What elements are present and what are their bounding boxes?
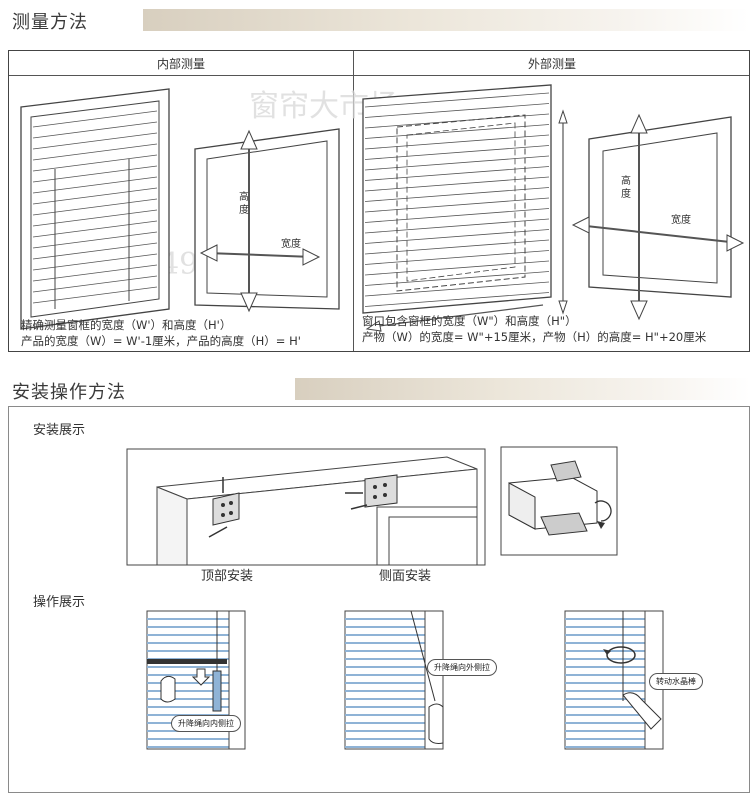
side-mount-caption: 侧面安装	[379, 569, 432, 584]
callout-rotate-wand: 转动水晶棒	[649, 673, 703, 690]
blind-slat	[364, 92, 550, 108]
install-panel: 安装展示 顶部安装 侧面安装 操作展示	[8, 406, 750, 793]
blind-slat	[364, 239, 550, 255]
blind-slat	[32, 121, 158, 139]
outside-note-line-1: 窗口包含窗框的宽度（W"）和高度（H"）	[362, 314, 577, 328]
column-divider	[353, 51, 354, 351]
outside-note-line-2: 产物（W）的宽度= W"+15厘米，产物（H）的高度= H"+20厘米	[362, 330, 707, 344]
outside-frame-illustration	[571, 113, 745, 321]
callout-pull-inside: 升降绳向内侧拉	[171, 715, 241, 732]
mount-illustration	[126, 448, 486, 566]
blind-slat	[32, 187, 158, 205]
inside-note-line-2: 产品的宽度（W）= W'-1厘米，产品的高度（H）= H'	[21, 334, 301, 348]
inside-measure-header: 内部测量	[156, 57, 205, 71]
blind-slat	[364, 208, 550, 223]
blind-slat	[364, 292, 550, 307]
blind-slat	[364, 166, 550, 181]
blind-slat	[364, 271, 550, 286]
inside-height-label: 高度	[239, 192, 249, 216]
blind-slat	[32, 275, 158, 293]
blind-slat	[32, 110, 158, 128]
blind-slat	[364, 155, 550, 171]
blind-slat	[32, 132, 158, 150]
install-title-bar	[295, 378, 750, 400]
blind-slat	[32, 154, 158, 172]
outside-blind-illustration	[362, 84, 568, 332]
blind-slat	[364, 187, 550, 202]
blind-slat	[32, 143, 158, 161]
blind-slat	[364, 145, 550, 160]
blind-slat	[32, 165, 158, 183]
blind-slat	[364, 250, 550, 265]
blind-slat	[364, 281, 550, 297]
install-display-label: 安装展示	[33, 423, 86, 438]
blind-slat	[32, 253, 158, 271]
outside-width-label: 宽度	[671, 215, 691, 226]
blind-slat	[32, 220, 158, 238]
top-mount-caption: 顶部安装	[201, 569, 254, 584]
blind-slat	[364, 113, 550, 129]
outside-height-label: 高度	[621, 176, 631, 200]
blind-slat	[32, 198, 158, 216]
blind-slat	[32, 264, 158, 282]
blind-slat	[364, 260, 550, 276]
blind-slat	[364, 176, 550, 192]
measure-title-bar	[143, 9, 750, 31]
blind-slat	[32, 286, 158, 304]
inside-frame-illustration	[194, 128, 340, 313]
blind-slat	[364, 124, 550, 139]
blind-slat	[32, 209, 158, 227]
blind-slat	[364, 197, 550, 213]
blind-slat	[364, 134, 550, 150]
blind-slat	[32, 176, 158, 194]
blind-slat	[32, 231, 158, 249]
inside-width-label: 宽度	[281, 239, 301, 250]
header-divider	[9, 75, 749, 76]
install-section-title: 安装操作方法	[12, 382, 126, 403]
measure-panel: 内部测量 外部测量 窗帘大市场 靓 shop3491 co 高度 宽度	[8, 50, 750, 352]
blind-slat	[364, 103, 550, 118]
operate-display-label: 操作展示	[33, 595, 86, 610]
operate-step-2-illustration	[344, 610, 444, 750]
blind-slat	[364, 218, 550, 234]
outside-measure-header: 外部测量	[527, 57, 576, 71]
blind-slat	[364, 229, 550, 244]
measure-section-title: 测量方法	[12, 12, 88, 33]
callout-pull-outside: 升降绳向外侧拉	[427, 659, 497, 676]
inside-note-line-1: 精确测量窗框的宽度（W'）和高度（H'）	[21, 318, 232, 332]
blind-slat	[32, 242, 158, 260]
bracket-detail-illustration	[500, 446, 618, 556]
inside-blind-illustration	[20, 88, 170, 330]
